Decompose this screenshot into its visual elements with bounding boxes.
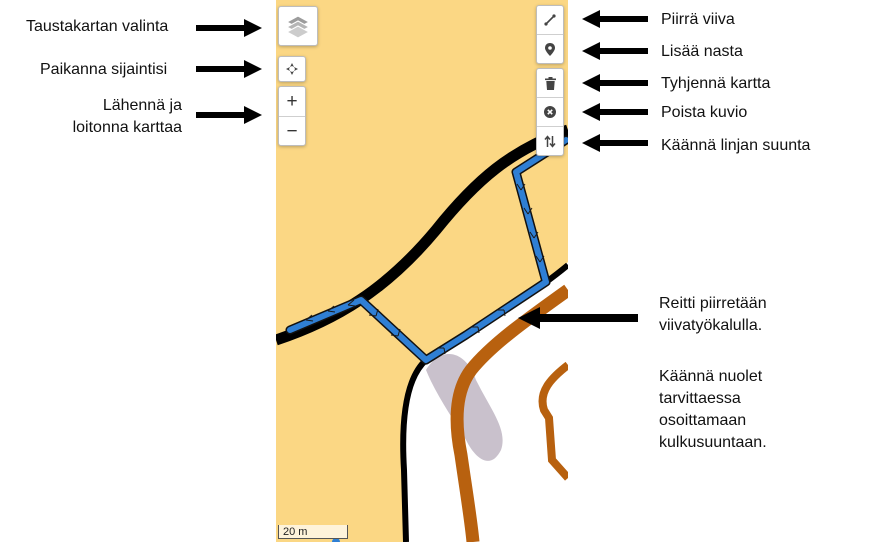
annotation-basemap: Taustakartan valinta	[26, 18, 169, 35]
reverse-arrows-icon	[544, 134, 556, 148]
close-circle-icon	[544, 106, 556, 118]
arrow-left-icon	[518, 307, 638, 329]
reverse-line-button[interactable]	[537, 126, 563, 155]
map-canvas[interactable]	[276, 0, 568, 542]
arrow-right-icon	[196, 19, 262, 37]
route-direction-arrows	[305, 183, 545, 355]
delete-shape-button[interactable]	[537, 97, 563, 126]
annotation-arrows-line: kulkusuuntaan.	[659, 434, 767, 451]
annotation-route-line: viivatyökalulla.	[659, 317, 763, 334]
trash-icon	[544, 76, 556, 90]
clear-map-button[interactable]	[537, 69, 563, 97]
draw-toolbar	[536, 5, 564, 64]
arrow-left-icon	[582, 74, 648, 92]
annotation-zoom: Lähennä ja loitonna karttaa	[56, 95, 182, 139]
annotation-clear-map: Tyhjennä kartta	[661, 75, 771, 92]
draw-line-button[interactable]	[537, 6, 563, 34]
map-view[interactable]: + −	[276, 0, 568, 542]
zoom-control: + −	[278, 86, 306, 146]
route-line	[287, 137, 568, 363]
line-icon	[544, 14, 556, 26]
annotation-zoom-line: loitonna karttaa	[72, 119, 182, 136]
layers-icon	[285, 15, 311, 38]
edit-toolbar	[536, 68, 564, 156]
annotation-route: Reitti piirretään viivatyökalulla.	[659, 293, 767, 337]
zoom-out-button[interactable]: −	[279, 116, 305, 146]
contour-line	[450, 284, 568, 542]
arrow-left-icon	[582, 10, 648, 28]
annotation-route-line: Reitti piirretään	[659, 295, 767, 312]
annotation-zoom-line: Lähennä ja	[102, 97, 182, 114]
annotation-arrows-line: Käännä nuolet	[659, 368, 763, 385]
scale-bar: 20 m	[278, 525, 348, 539]
crosshair-icon	[286, 63, 298, 75]
zoom-in-button[interactable]: +	[286, 91, 298, 112]
annotation-add-pin: Lisää nasta	[661, 43, 743, 60]
arrow-right-icon	[196, 60, 262, 78]
arrow-left-icon	[582, 134, 648, 152]
basemap-layers-button[interactable]	[278, 6, 318, 46]
annotation-arrows: Käännä nuolet tarvittaessa osoittamaan k…	[659, 366, 767, 454]
annotation-delete-shape: Poista kuvio	[661, 104, 748, 121]
annotation-locate: Paikanna sijaintisi	[40, 61, 168, 78]
annotation-reverse-line: Käännä linjan suunta	[661, 137, 811, 154]
add-pin-button[interactable]	[537, 34, 563, 63]
map-pin-icon	[545, 42, 555, 56]
annotation-draw-line: Piirrä viiva	[661, 11, 735, 28]
arrow-right-icon	[196, 106, 262, 124]
annotation-arrows-line: tarvittaessa	[659, 390, 741, 407]
annotation-arrows-line: osoittamaan	[659, 412, 747, 429]
route-marker	[332, 538, 340, 542]
contour-line	[538, 361, 568, 481]
rock-area	[426, 353, 503, 461]
locate-button[interactable]	[278, 56, 306, 82]
arrow-left-icon	[582, 103, 648, 121]
arrow-left-icon	[582, 42, 648, 60]
